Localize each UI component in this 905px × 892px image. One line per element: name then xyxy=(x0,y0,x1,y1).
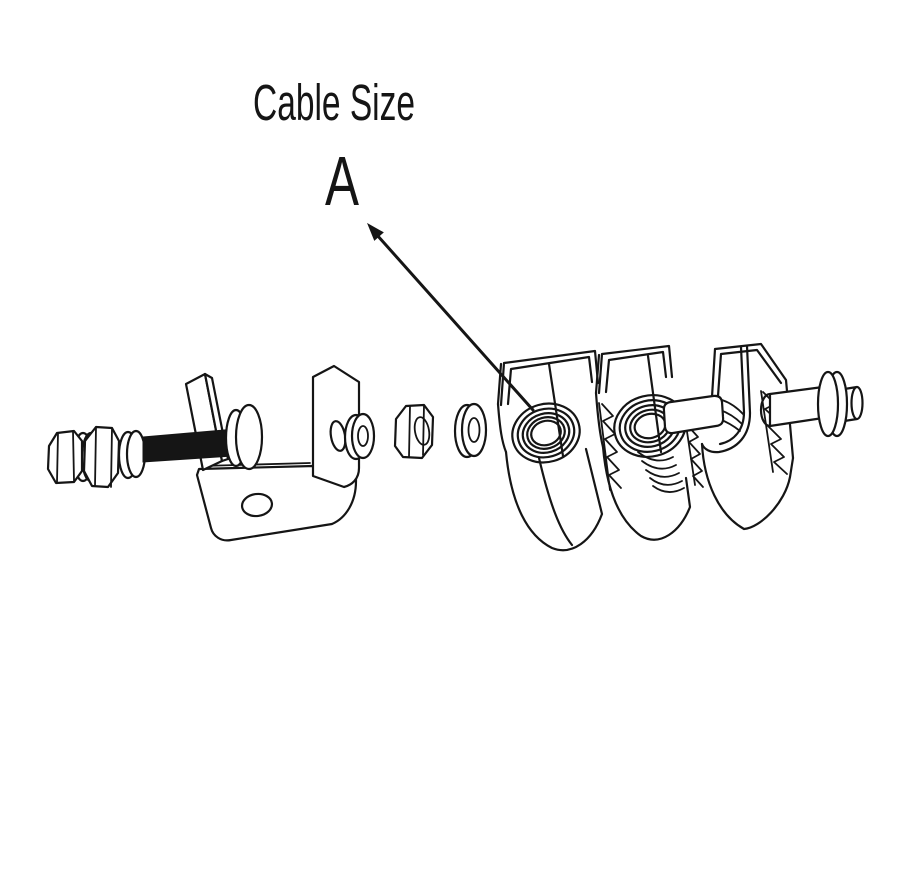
flat-washer-pair xyxy=(117,429,147,480)
hex-nut xyxy=(82,425,121,489)
hex-bolt-head xyxy=(46,429,84,485)
serrated-tab-2 xyxy=(685,424,704,488)
leader-arrow xyxy=(366,222,535,412)
axis-hex-nut xyxy=(393,403,435,460)
beam-clamp-assembly xyxy=(46,364,361,542)
cable-saddle-assembly xyxy=(496,342,864,552)
clamp-bolt-mid xyxy=(662,394,725,435)
clamp-pad xyxy=(224,403,264,471)
bolt-hardware xyxy=(343,402,488,461)
cable-saddle-1 xyxy=(496,349,604,552)
clamp-bolt-end xyxy=(759,385,825,428)
cable-saddle-3 xyxy=(700,342,795,531)
dimension-label-a: A xyxy=(325,142,359,220)
diagram-title: Cable Size xyxy=(253,74,415,131)
axis-washer-left xyxy=(343,412,376,461)
cable-saddle-2 xyxy=(594,344,692,541)
axis-flat-washer xyxy=(453,402,488,459)
bolt-washer xyxy=(816,370,849,438)
